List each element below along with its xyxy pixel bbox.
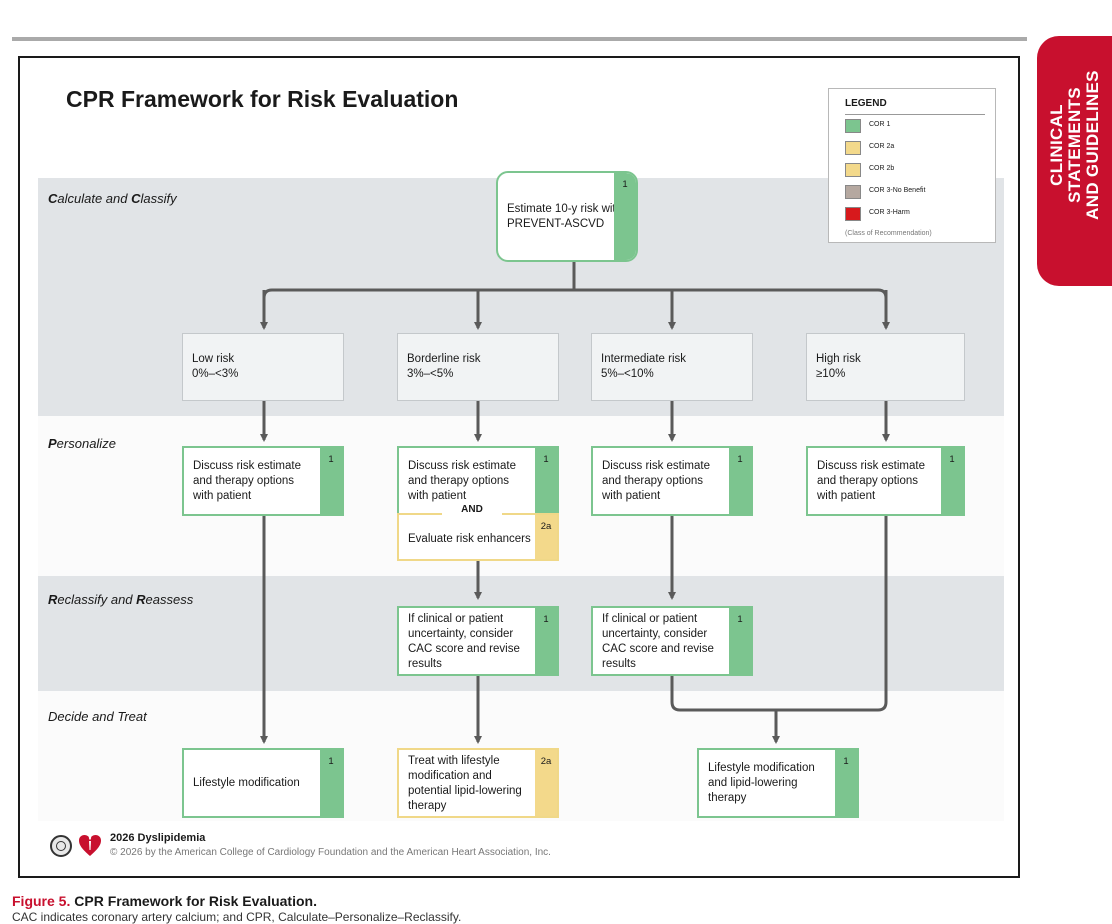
cor-badge: 1	[320, 448, 342, 514]
legend-swatch	[845, 119, 861, 133]
legend-swatch	[845, 185, 861, 199]
header-rule	[12, 37, 1027, 41]
risk-borderline-range: 3%–<5%	[407, 368, 454, 380]
risk-low-name: Low risk	[192, 353, 235, 365]
discuss-node-low: Discuss risk estimate and therapy option…	[182, 446, 344, 516]
cor-badge: 1	[729, 448, 751, 514]
section-personalize: Personalize	[48, 436, 116, 451]
aha-heart-torch-icon	[79, 835, 101, 856]
legend-note: (Class of Recommendation)	[845, 230, 932, 237]
cor-badge: 2a	[535, 515, 557, 559]
risk-low: Low risk 0%–<3%	[182, 333, 344, 401]
figure-panel: CPR Framework for Risk Evaluation Calcul…	[18, 56, 1020, 878]
cor-badge: 1	[729, 608, 751, 674]
section-decide: Decide and Treat	[48, 709, 147, 724]
figure-caption-description: CAC indicates coronary artery calcium; a…	[12, 910, 462, 924]
risk-intermediate: Intermediate risk 5%–<10%	[591, 333, 753, 401]
risk-borderline: Borderline risk 3%–<5%	[397, 333, 559, 401]
cor-badge: 1	[614, 173, 636, 260]
section-reclassify: Reclassify and Reassess	[48, 592, 194, 607]
cor-badge: 1	[941, 448, 963, 514]
risk-low-range: 0%–<3%	[192, 368, 239, 380]
cor-badge: 1	[535, 448, 557, 514]
legend-swatch	[845, 207, 861, 221]
cor-badge: 1	[320, 750, 342, 816]
legend-title: LEGEND	[845, 98, 887, 109]
treat-borderline-node: Treat with lifestyle modification and po…	[397, 748, 559, 818]
cor-badge: 1	[535, 608, 557, 674]
footer-guideline: 2026 Dyslipidemia	[110, 832, 206, 844]
estimate-risk-line2: PREVENT-ASCVD	[507, 218, 605, 230]
section-calculate: Calculate and Classify	[48, 191, 177, 206]
footer-copyright: © 2026 by the American College of Cardio…	[110, 847, 551, 858]
cac-node-borderline: If clinical or patient uncertainty, cons…	[397, 606, 559, 676]
legend-divider	[845, 114, 985, 115]
acc-seal-icon	[50, 835, 72, 857]
section-tab-line1: CLINICAL STATEMENTS	[1047, 87, 1084, 203]
cor-badge: 1	[835, 750, 857, 816]
legend: LEGEND COR 1 COR 2a COR 2b COR 3-No Bene…	[828, 88, 996, 243]
lifestyle-node: Lifestyle modification 1	[182, 748, 344, 818]
risk-borderline-name: Borderline risk	[407, 353, 481, 365]
diagram-title: CPR Framework for Risk Evaluation	[66, 86, 459, 112]
section-tab-line2: AND GUIDELINES	[1083, 70, 1102, 220]
figure-caption-title: Figure 5. CPR Framework for Risk Evaluat…	[12, 893, 317, 909]
risk-high: High risk ≥10%	[806, 333, 965, 401]
flow-connectors	[260, 262, 890, 744]
risk-enhancers-node: Evaluate risk enhancers 2a	[397, 513, 559, 561]
and-connector-label: AND	[442, 504, 502, 515]
discuss-node-high: Discuss risk estimate and therapy option…	[806, 446, 965, 516]
estimate-risk-node: Estimate 10-y risk with PREVENT-ASCVD 1	[496, 171, 638, 262]
legend-swatch	[845, 163, 861, 177]
discuss-node-borderline: Discuss risk estimate and therapy option…	[397, 446, 559, 516]
risk-enhancers-text: Evaluate risk enhancers	[408, 533, 531, 545]
section-tab-label: CLINICAL STATEMENTS AND GUIDELINES	[1047, 45, 1102, 245]
risk-intermediate-name: Intermediate risk	[601, 353, 687, 365]
lifestyle-text: Lifestyle modification	[193, 777, 300, 789]
risk-intermediate-range: 5%–<10%	[601, 368, 654, 380]
legend-swatch	[845, 141, 861, 155]
cac-node-intermediate: If clinical or patient uncertainty, cons…	[591, 606, 753, 676]
lipid-therapy-node: Lifestyle modification and lipid-lowerin…	[697, 748, 859, 818]
section-tab	[1037, 36, 1112, 286]
risk-high-name: High risk	[816, 353, 861, 365]
estimate-risk-line1: Estimate 10-y risk with	[507, 203, 623, 215]
risk-high-range: ≥10%	[816, 368, 846, 380]
cor-badge: 2a	[535, 750, 557, 816]
discuss-node-intermediate: Discuss risk estimate and therapy option…	[591, 446, 753, 516]
